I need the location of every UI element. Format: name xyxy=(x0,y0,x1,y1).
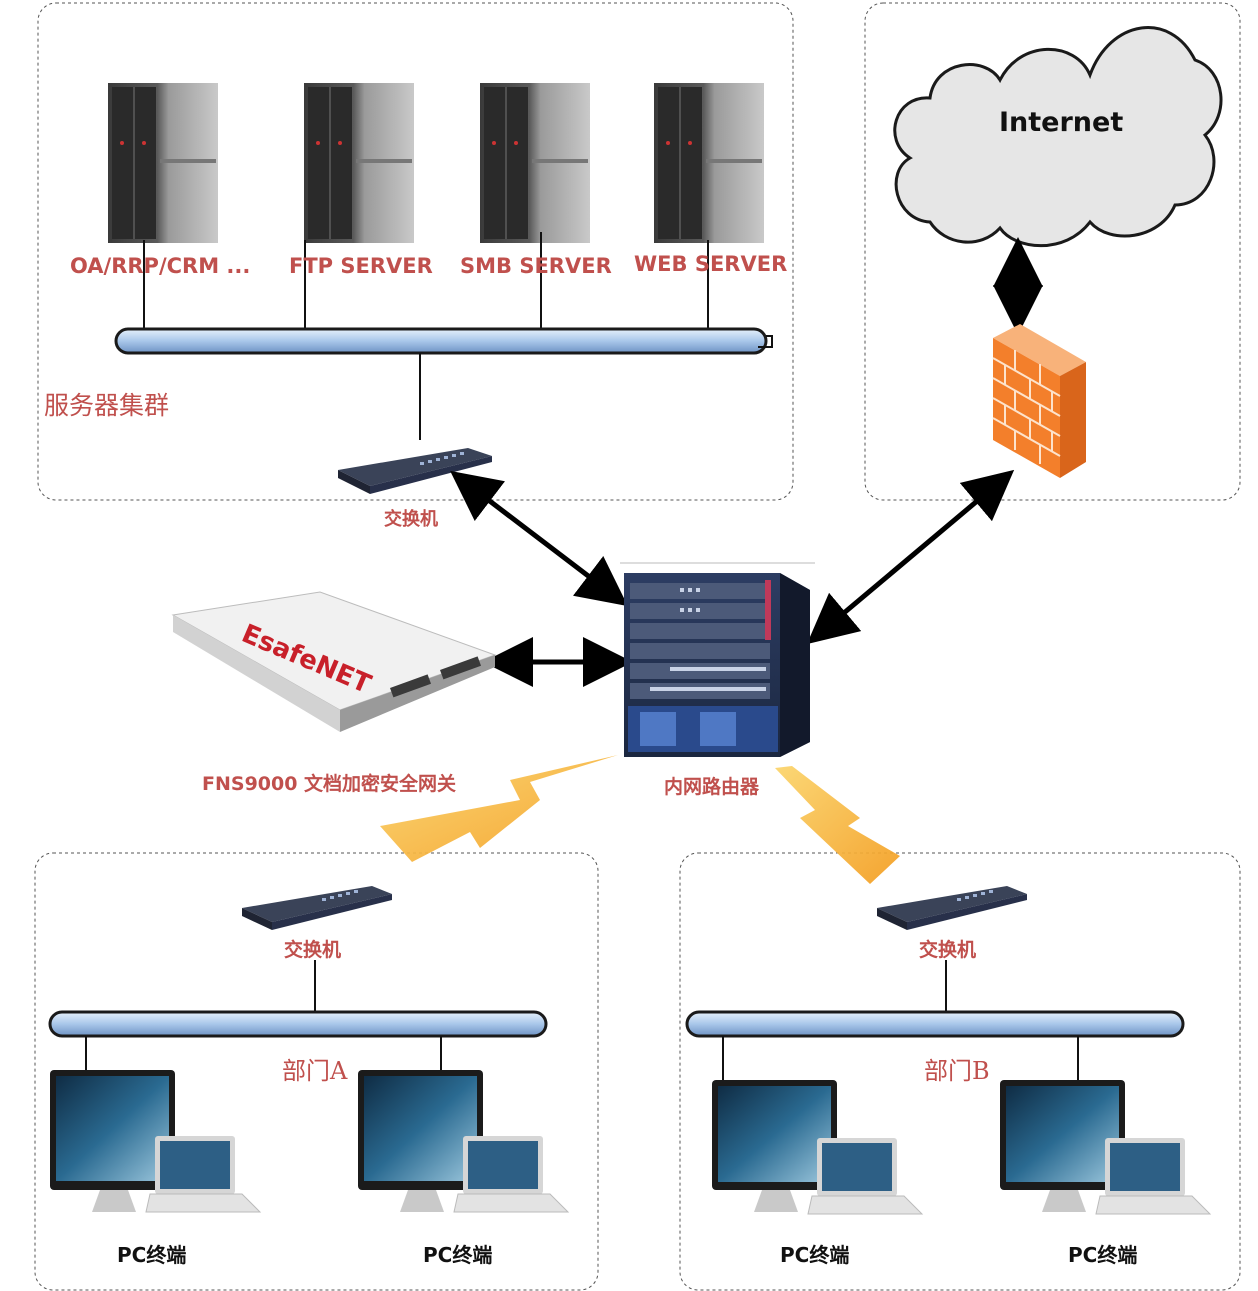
department-b-bus xyxy=(685,1010,1185,1038)
department-a-pc-1 xyxy=(50,1070,262,1213)
firewall-router-link xyxy=(806,469,1015,645)
server-3 xyxy=(480,83,590,243)
internet-region xyxy=(864,2,1241,501)
department-a-title: 部门A xyxy=(282,1057,348,1085)
gateway-device: EsafeNET xyxy=(171,591,497,732)
firewall-icon xyxy=(992,324,1086,478)
department-b-pc-1 xyxy=(712,1080,924,1215)
department-b-switch xyxy=(877,886,1027,930)
department-a-switch xyxy=(242,886,392,930)
internet-label: Internet xyxy=(999,107,1123,138)
server-cluster-title: 服务器集群 xyxy=(44,391,169,420)
department-b-pc-1-label: PC终端 xyxy=(780,1243,849,1267)
department-b-pc-2-label: PC终端 xyxy=(1068,1243,1137,1267)
server-3-label: SMB SERVER xyxy=(460,254,612,278)
department-b-region xyxy=(679,852,1241,1291)
server-bus xyxy=(114,327,768,355)
router-device xyxy=(620,562,815,757)
department-b-switch-label: 交换机 xyxy=(919,938,976,961)
server-2-label: FTP SERVER xyxy=(289,254,433,278)
lightning-to-department-a xyxy=(380,755,618,862)
department-a-pc-2 xyxy=(358,1070,570,1213)
server-switch-label: 交换机 xyxy=(384,508,438,530)
department-a-bus xyxy=(48,1010,548,1038)
server-1-label: OA/RRP/CRM ... xyxy=(70,254,250,278)
server-1 xyxy=(108,83,218,243)
gateway-label: FNS9000 文档加密安全网关 xyxy=(202,772,456,795)
department-b-title: 部门B xyxy=(924,1057,990,1085)
server-2 xyxy=(304,83,414,243)
router-label: 内网路由器 xyxy=(664,775,760,798)
server-4-label: WEB SERVER xyxy=(634,252,787,276)
department-b-pc-2 xyxy=(1000,1080,1212,1215)
department-a-switch-label: 交换机 xyxy=(284,938,341,961)
server-switch xyxy=(338,448,492,494)
server-4 xyxy=(654,83,764,243)
switch-router-link xyxy=(450,470,628,607)
department-a-pc-1-label: PC终端 xyxy=(117,1243,186,1267)
department-a-pc-2-label: PC终端 xyxy=(423,1243,492,1267)
bus-end-hook xyxy=(758,335,773,348)
lightning-to-department-b xyxy=(775,766,900,884)
internet-cloud-shape xyxy=(893,26,1223,247)
